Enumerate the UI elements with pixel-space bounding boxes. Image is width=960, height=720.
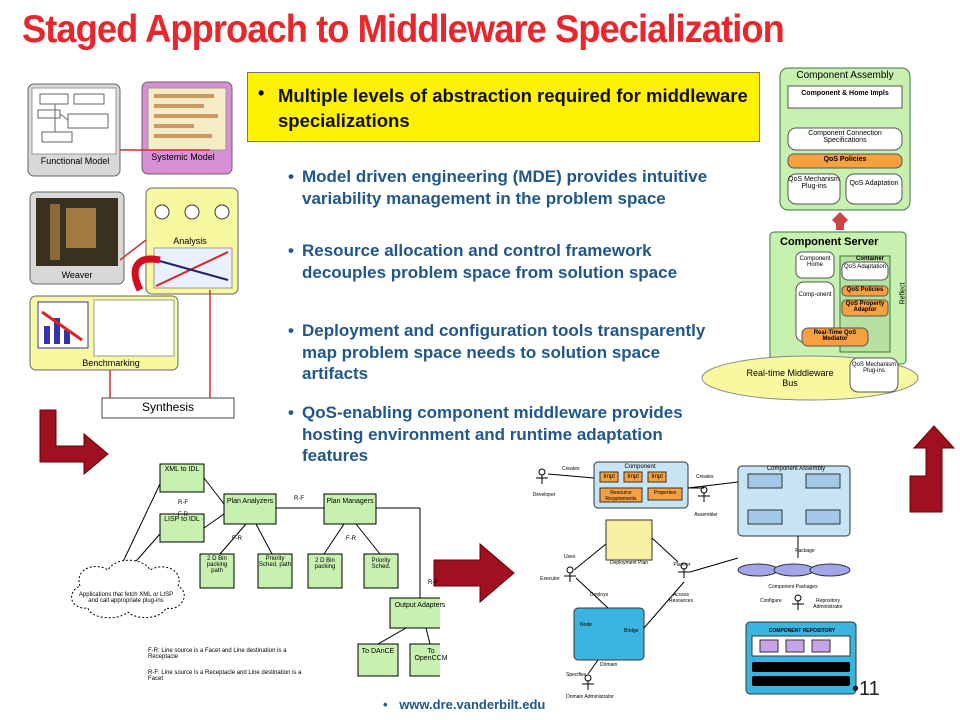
fr-label-3: F-R (346, 536, 356, 542)
footer-url[interactable]: • www.dre.vanderbilt.edu (383, 697, 545, 712)
plan-managers-label: Plan Managers (326, 498, 374, 505)
to-dance-label: To DAnCE (361, 648, 395, 655)
weaver-box (29, 191, 125, 285)
footer-url-text[interactable]: www.dre.vanderbilt.edu (399, 697, 546, 712)
fr-label-2: F-R (232, 536, 242, 542)
left-elbow-arrow-icon (39, 409, 109, 476)
component-assembly-label: Component Assembly (796, 70, 894, 81)
legend-fr: F-R: Line source is a Facet and Line des… (148, 648, 287, 660)
repository-administrator-label: Repository Administrator (813, 598, 843, 610)
bullet-item-resource: •Resource allocation and control framewo… (288, 241, 678, 282)
developer-label: Developer (532, 492, 556, 498)
reflect-label: Reflect (899, 282, 907, 305)
component-server-label: Component Server (780, 236, 879, 248)
creates-label: Creates (562, 466, 580, 472)
qos-mechanism-inner-label: QoS Mechanism Plug-ins (851, 362, 897, 374)
component-repository-label: COMPONENT REPOSITORY (768, 628, 836, 634)
deploys-label: Deploys (590, 592, 609, 598)
creates2-label: Creates (696, 474, 714, 480)
highlight-box: • Multiple levels of abstraction require… (247, 72, 760, 142)
access-resources-label: Access Resources (669, 592, 693, 604)
cloud-text: Applications that fetch XML or LISP and … (78, 592, 174, 604)
priority-sched-label: Priority Sched. (371, 558, 391, 570)
qos-property-adaptor-label: QoS Property Adaptor (845, 301, 885, 313)
right-elbow-arrow-icon (909, 425, 956, 513)
configure-label: Configure (760, 598, 782, 604)
page-number: •11 (852, 678, 880, 700)
planner-label: Planner (673, 562, 691, 568)
to-openccm-label: To OpenCCM (414, 648, 448, 662)
benchmarking-box (29, 295, 179, 371)
qos-adaptation-inner-label: QoS Adaptation (843, 264, 887, 270)
component-assembly-title: Component Assembly (766, 466, 826, 472)
specifies-label: Specifies (566, 672, 587, 678)
uses-label: Uses (564, 554, 576, 560)
output-adapters-label: Output Adapters (394, 602, 446, 609)
left-diagram (27, 81, 239, 419)
right-diagram (701, 67, 919, 401)
fr-label-1: F-R (178, 512, 188, 518)
component-home-impls-label: Component & Home Impls (801, 90, 889, 97)
realtime-bus-label: Real-time Middleware Bus (746, 368, 834, 388)
footer-bullet: • (383, 697, 388, 712)
node-label: Node (580, 622, 592, 628)
executor-label: Executor (540, 576, 560, 582)
synthesis-label: Synthesis (141, 400, 195, 414)
impl-1: Impl (603, 474, 615, 480)
impl-2: Impl (627, 474, 639, 480)
properties-label: Properties (653, 490, 677, 496)
bridge-label: Bridge (624, 628, 639, 634)
legend-rf: R-F: Line source is a Receptacle and Lin… (148, 670, 302, 682)
domain-label: Domain (600, 662, 618, 668)
qos-adaptation-label: QoS Adaptation (849, 180, 899, 187)
bullet-item-mde: •Model driven engineering (MDE) provides… (288, 167, 708, 208)
domain-administrator-label: Domain Administrator (566, 694, 614, 700)
analysis-label: Analysis (173, 236, 207, 246)
rf-label-2: R-F (294, 496, 304, 502)
xml-to-idl-label: XML to IDL (164, 466, 200, 473)
qos-policies-label: QoS Policies (823, 156, 867, 163)
weaver-label: Weaver (61, 270, 93, 280)
plan-analyzers-label: Plan Analyzers (226, 498, 274, 505)
page-title: Staged Approach to Middleware Specializa… (22, 8, 785, 51)
bullet-item-deployment: •Deployment and configuration tools tran… (288, 321, 706, 383)
qos-policies-inner-label: QoS Policies (846, 287, 884, 293)
highlight-text: Multiple levels of abstraction required … (278, 85, 748, 131)
systemic-model-box (141, 81, 233, 175)
bin-packing-label: 2 D Bin packing (314, 558, 336, 570)
impl-3: Impl (651, 474, 663, 480)
assembler-label: Assembler (694, 512, 718, 518)
component-connection-specs-label: Component Connection Specifications (808, 130, 882, 144)
functional-model-box (27, 83, 121, 177)
analysis-box (145, 187, 239, 295)
functional-model-label: Functional Model (40, 156, 110, 166)
middle-right-arrow-icon (433, 542, 515, 604)
realtime-qos-mediator-label: Real-Time QoS Mediator (813, 330, 857, 342)
qos-mechanism-label: QoS Mechanism Plug-ins (788, 176, 840, 190)
benchmarking-label: Benchmarking (82, 358, 140, 368)
component-label: Comp-onent (798, 292, 832, 298)
resource-requirements-label: Resource Requirements (605, 490, 637, 502)
container-label: Container (855, 256, 884, 262)
deployment-plan-label: Deployment Plan (609, 560, 649, 566)
component-home-label: Component Home (799, 256, 831, 268)
flow-diagram (71, 463, 440, 677)
rf-label-3: R-F (428, 580, 438, 586)
component-packages-label: Component Packages (768, 584, 818, 590)
highlight-bullet: • (258, 83, 265, 103)
bullet-item-qos: •QoS-enabling component middleware provi… (288, 403, 683, 465)
lisp-to-idl-label: LISP to IDL (164, 516, 200, 523)
component-title: Component (624, 464, 656, 470)
systemic-model-label: Systemic Model (151, 152, 215, 162)
bin-packing-path-label: 2 D Bin packing path (206, 556, 228, 574)
priority-sched-path-label: Priority Sched. path (258, 556, 292, 568)
deploy-diagram (536, 461, 857, 695)
rf-label-1: R-F (178, 500, 188, 506)
package-label: Package (795, 548, 815, 554)
bullet-list: •Model driven engineering (MDE) provides… (288, 166, 708, 476)
